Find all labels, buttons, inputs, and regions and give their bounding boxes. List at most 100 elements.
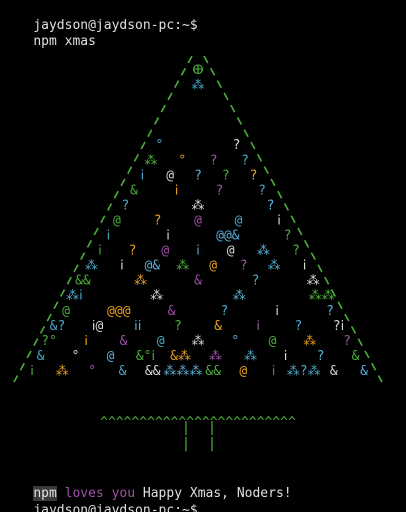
tree-ornament: & xyxy=(37,349,45,364)
tree-ornament: ? xyxy=(240,259,248,274)
command-text: npm xmas xyxy=(33,34,96,49)
tree-ornament: & xyxy=(130,183,138,198)
tree-ornament: @ xyxy=(166,168,174,183)
tree-ornament: ⁂⁂ xyxy=(309,289,335,304)
npm-label: npm xyxy=(33,486,57,501)
tree-ornament: ⅰ xyxy=(141,168,145,183)
tree-ornament: ⁂ xyxy=(307,274,320,289)
tree-ornament: ° xyxy=(88,364,96,379)
tree-ornament: ⅰ xyxy=(275,304,279,319)
tree-ornament: @ xyxy=(235,214,243,229)
shell-prompt: jaydson@jaydson-pc:~$ xyxy=(33,18,198,33)
final-prompt-line[interactable]: jaydson@jaydson-pc:~$ xyxy=(2,487,197,512)
greeting-text: Happy Xmas, Noders! xyxy=(135,486,292,501)
tree-ornament: & xyxy=(168,304,176,319)
tree-ornament: @ xyxy=(227,244,235,259)
tree-ornament: ? xyxy=(220,304,228,319)
tree-ornament: ⁂ xyxy=(150,289,163,304)
tree-ornament: & xyxy=(360,364,368,379)
tree-ornament: ⁂ xyxy=(144,153,157,168)
tree-ornament: ? xyxy=(121,198,129,213)
tree-ornament: ⅰ xyxy=(84,334,88,349)
tree-ornament: ? xyxy=(252,274,260,289)
tree-star-icon: ★ xyxy=(191,35,205,54)
tree-ornament: ⅰ xyxy=(277,214,281,229)
tree-trunk: | xyxy=(208,420,216,436)
tree-ornament: ⅰ xyxy=(196,244,200,259)
tree-base: ^^^^^^^^^^^^^^^^^^^^^^^^^ xyxy=(100,415,296,430)
tree-ornament: ? xyxy=(154,214,162,229)
final-shell-prompt: jaydson@jaydson-pc:~$ xyxy=(33,503,198,512)
tree-ornament: &⁂ xyxy=(170,349,191,364)
tree-ornament: & xyxy=(214,319,222,334)
tree-ornament: ° xyxy=(155,138,163,153)
tree-ornament: & xyxy=(120,334,128,349)
tree-ornament: & xyxy=(119,364,127,379)
tree-ornament: ° xyxy=(178,153,186,168)
tree-ornament: @ xyxy=(269,334,277,349)
tree-ornament: ? xyxy=(174,319,182,334)
tree-ornament: ⅰ xyxy=(175,183,179,198)
footer-line: npm loves you Happy Xmas, Noders! xyxy=(2,470,292,501)
tree-ornament: ⅰ xyxy=(272,364,276,379)
tree-ornament: ? xyxy=(215,183,223,198)
tree-ornament: ?° xyxy=(41,334,57,349)
tree-ornament: ⅰ xyxy=(30,364,34,379)
tree-ornament: ? xyxy=(284,229,292,244)
tree-ornament: @ xyxy=(194,214,202,229)
tree-ornament: ? xyxy=(210,153,218,168)
loves-you-text: loves you xyxy=(56,486,136,501)
tree-ornament: ⁂ⅰ xyxy=(66,289,83,304)
tree-ornament: ⁂⁂⁂ xyxy=(163,364,202,379)
tree-ornament: &? xyxy=(50,319,66,334)
tree-ornament: & xyxy=(330,364,338,379)
tree-ornament: @@@ xyxy=(107,304,131,319)
tree-ornament: ? xyxy=(292,244,300,259)
tree-ornament: ? xyxy=(129,244,137,259)
tree-ornament: ° xyxy=(231,334,239,349)
tree-ornament: ⁂ xyxy=(244,349,257,364)
tree-ornament: @ xyxy=(113,214,121,229)
tree-ornament: @@& xyxy=(216,229,240,244)
tree-ornament: ? xyxy=(258,183,266,198)
tree-ornament: ⅰⅰ xyxy=(134,319,141,334)
tree-ornament: ° xyxy=(72,349,80,364)
tree-ornament: ? xyxy=(233,138,241,153)
tree-ornament: ⅰ xyxy=(284,349,288,364)
tree-right-edge xyxy=(203,55,383,383)
tree-ornament: ⅰ xyxy=(166,229,170,244)
tree-ornament: @ xyxy=(239,364,247,379)
tree-ornament: ⁂ xyxy=(209,349,222,364)
tree-ornament: ⅰ@ xyxy=(92,319,104,334)
tree-ornament: ? xyxy=(241,153,249,168)
tree-ornament: @ xyxy=(209,259,217,274)
tree-ornament: @ xyxy=(161,244,169,259)
tree-ornament: @ xyxy=(107,349,115,364)
tree-ornament: ⁂ xyxy=(134,274,147,289)
tree-trunk: | xyxy=(182,436,190,452)
tree-ornament: ⁂ xyxy=(192,78,205,93)
tree-ornament: ?ⅰ xyxy=(333,319,344,334)
tree-ornament: && xyxy=(205,364,221,379)
tree-ornament: ⅰ xyxy=(120,259,124,274)
tree-ornament: ⅰ xyxy=(256,319,260,334)
tree-ornament: ? xyxy=(294,319,302,334)
tree-trunk: | xyxy=(182,420,190,436)
tree-trunk: | xyxy=(208,436,216,452)
tree-ornament: ⁂ xyxy=(85,259,98,274)
tree-ornament: ? xyxy=(250,168,258,183)
tree-ornament: ⁂ xyxy=(303,334,316,349)
tree-ornament: @ xyxy=(62,304,70,319)
tree-ornament: ? xyxy=(317,349,325,364)
tree-ornament: ? xyxy=(267,198,275,213)
tree-ornament: & xyxy=(194,274,202,289)
tree-ornament: ⁂ xyxy=(176,259,189,274)
tree-ornament: ⁂ xyxy=(192,198,205,213)
tree-ornament: &°ⅰ xyxy=(136,349,155,364)
tree-ornament: ⁂ xyxy=(268,259,281,274)
tree-ornament: ⅰ xyxy=(303,259,307,274)
tree-left-edge xyxy=(13,55,193,383)
tree-ornament: ? xyxy=(222,168,230,183)
